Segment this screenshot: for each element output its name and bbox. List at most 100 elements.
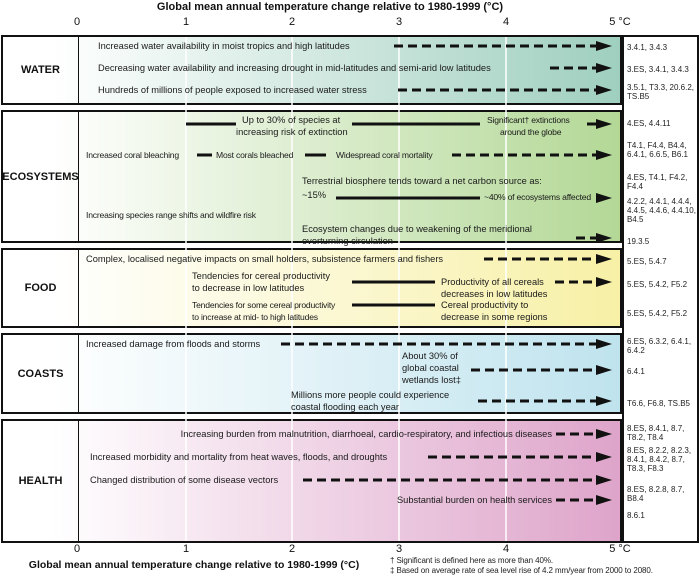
- tick: 5 °C: [609, 16, 631, 28]
- arrow-icon: [596, 277, 612, 287]
- arrow-icon: [596, 150, 612, 160]
- impact-text: to decrease in low latitudes: [192, 283, 305, 293]
- gridlines: [185, 37, 507, 541]
- arrow-icon: [596, 365, 612, 375]
- arrow-icon: [596, 396, 612, 406]
- panel-ecosystems: ECOSYSTEMS: [1, 110, 622, 243]
- impact-text: Tendencies for some cereal productivity: [192, 300, 336, 310]
- impact-text: Increasing species range shifts and wild…: [86, 210, 256, 220]
- impact-text: decrease in some regions: [441, 312, 548, 322]
- arrow-icon: [596, 41, 612, 51]
- tick: 0: [73, 16, 81, 28]
- reference: 8.ES, 8.4.1, 8.7, T8.2, T8.4: [627, 424, 685, 442]
- impact-text: around the globe: [500, 127, 562, 137]
- arrow-icon: [596, 63, 612, 73]
- impact-text: Most corals bleached: [216, 150, 294, 160]
- bottom-axis-title: Global mean annual temperature change re…: [28, 559, 360, 571]
- arrow-icon: [596, 429, 612, 439]
- impact-text: Increased morbidity and mortality from h…: [90, 452, 388, 462]
- reference: 3.5.1, T3.3, 20.6.2, TS.B5: [627, 83, 695, 101]
- impact-text: About 30% of: [402, 351, 458, 361]
- impact-text: Changed distribution of some disease vec…: [90, 475, 279, 485]
- panel-water: WATER: [1, 35, 622, 105]
- tick: 5 °C: [609, 543, 631, 555]
- reference: 4.ES, T4.1, F4.2, F4.4: [627, 173, 688, 191]
- reference: 3.ES, 3.4.1, 3.4.3: [627, 65, 689, 74]
- tick: 4: [502, 543, 510, 555]
- impact-text: Tendencies for cereal productivity: [192, 271, 330, 281]
- arrow-icon: [596, 339, 612, 349]
- reference: 6.4.1: [627, 367, 645, 376]
- reference: 5.ES, 5.4.2, F5.2: [627, 309, 688, 318]
- reference: 5.ES, 5.4.7: [627, 257, 667, 266]
- impact-text: ~40% of ecosystems affected: [484, 192, 591, 202]
- arrow-icon: [596, 85, 612, 95]
- impact-text: decreases in low latitudes: [441, 289, 548, 299]
- tick: 1: [182, 543, 190, 555]
- arrow-icon: [596, 475, 612, 485]
- impact-text: Up to 30% of species at: [242, 115, 341, 125]
- arrow-icon: [596, 193, 612, 203]
- impact-text: Complex, localised negative impacts on s…: [86, 254, 444, 264]
- reference: T6.6, F6.8, TS.B5: [627, 399, 690, 408]
- impact-text: increasing risk of extinction: [236, 127, 348, 137]
- panel-coasts: COASTS: [1, 333, 622, 414]
- impact-text: coastal flooding each year: [291, 402, 400, 412]
- tick: 2: [288, 16, 296, 28]
- tick: 3: [395, 543, 403, 555]
- impact-text: Hundreds of millions of people exposed t…: [98, 85, 367, 95]
- reference: 4.2.2, 4.4.1, 4.4.4, 4.4.5, 4.4.6, 4.4.1…: [627, 197, 696, 224]
- tick: 3: [395, 16, 403, 28]
- footnote: ‡ Based on average rate of sea level ris…: [390, 566, 653, 575]
- reference: 3.4.1, 3.4.3: [627, 43, 668, 52]
- impact-text: global coastal: [402, 363, 459, 373]
- sector-label: COASTS: [3, 335, 79, 412]
- sector-label: FOOD: [3, 250, 79, 326]
- impact-text: overturning circulation: [302, 236, 393, 246]
- panel-food: FOOD: [1, 248, 622, 328]
- footnote: † Significant is defined here as more th…: [390, 556, 553, 565]
- arrow-icon: [596, 452, 612, 462]
- impact-text: ~15%: [302, 190, 327, 200]
- impact-text: Decreasing water availability and increa…: [98, 63, 491, 73]
- reference: 8.ES, 8.2.2, 8.2.3, 8.4.1, 8.4.2, 8.7, T…: [627, 446, 692, 473]
- top-axis-title: Global mean annual temperature change re…: [156, 1, 504, 13]
- tick: 4: [502, 16, 510, 28]
- impact-text: Increased water availability in moist tr…: [98, 41, 350, 51]
- reference: T4.1, F4.4, B4.4, 6.4.1, 6.6.5, B6.1: [627, 141, 688, 159]
- solid-lines: [186, 122, 598, 307]
- impact-text: Terrestrial biosphere tends toward a net…: [302, 176, 542, 186]
- impact-text: Significant† extinctions: [487, 115, 570, 125]
- arrow-icon: [596, 119, 612, 129]
- impact-text: Millions more people could experience: [291, 390, 450, 400]
- impact-text: Ecosystem changes due to weakening of th…: [302, 224, 532, 234]
- arrow-icon: [596, 233, 612, 243]
- impact-text: Increased coral bleaching: [86, 150, 179, 160]
- arrowheads: [596, 41, 612, 505]
- tick: 0: [73, 543, 81, 555]
- sector-label: HEALTH: [3, 421, 79, 541]
- reference: 5.ES, 5.4.2, F5.2: [627, 280, 688, 289]
- arrow-icon: [596, 254, 612, 264]
- references-column: 3.4.1, 3.4.3 3.ES, 3.4.1, 3.4.3 3.5.1, T…: [622, 35, 699, 543]
- sector-label: ECOSYSTEMS: [2, 112, 79, 241]
- impact-text: Productivity of all cereals: [441, 277, 544, 287]
- impact-text: to increase at mid- to high latitudes: [192, 312, 318, 322]
- sector-label: WATER: [3, 37, 79, 103]
- impact-text: Cereal productivity to: [441, 300, 529, 310]
- reference: 4.ES, 4.4.11: [627, 119, 671, 128]
- impact-text: Increased damage from floods and storms: [86, 339, 261, 349]
- reference: 19.3.5: [627, 237, 650, 246]
- impact-text: wetlands lost‡: [402, 375, 461, 385]
- arrow-icon: [596, 495, 612, 505]
- tick: 1: [182, 16, 190, 28]
- dashed-lines: [281, 44, 598, 502]
- impact-text: Widespread coral mortality: [336, 150, 433, 160]
- impact-text: Increasing burden from malnutrition, dia…: [180, 429, 552, 439]
- tick: 2: [288, 543, 296, 555]
- impact-text: Substantial burden on health services: [396, 495, 552, 505]
- reference: 8.ES, 8.2.8, 8.7, B8.4: [627, 485, 685, 503]
- reference: 8.6.1: [627, 511, 645, 520]
- reference: 6.ES, 6.3.2, 6.4.1, 6.4.2: [627, 337, 692, 355]
